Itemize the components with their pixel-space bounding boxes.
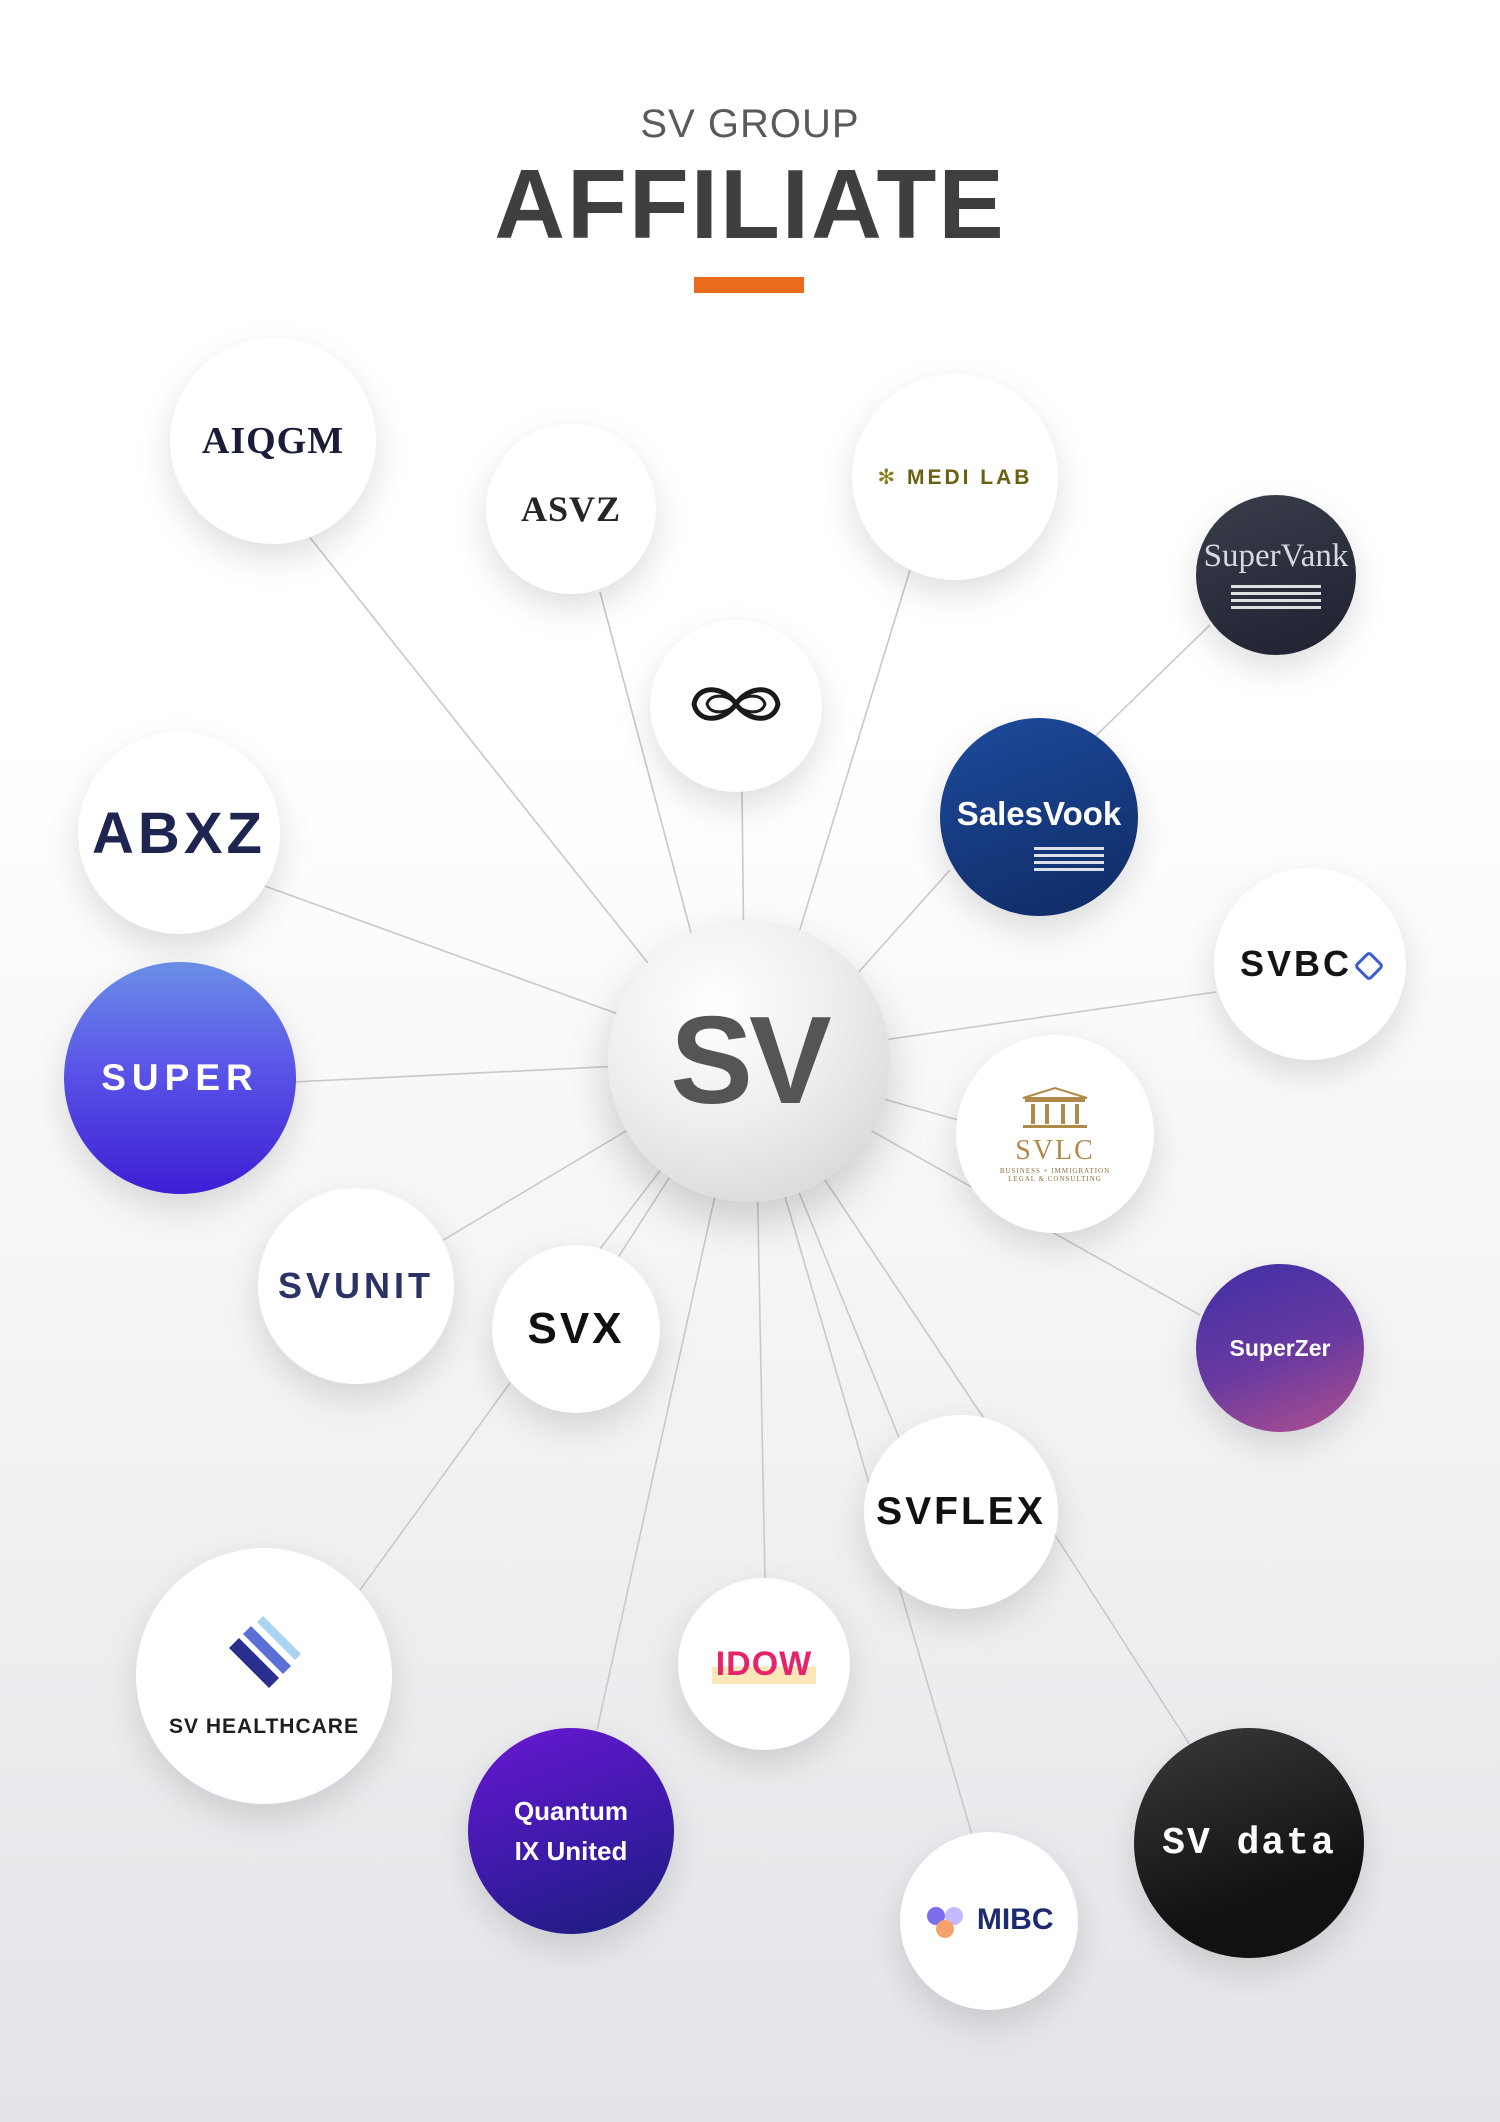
salesvook-label: SalesVook (956, 795, 1122, 832)
mibc-dots-icon (925, 1905, 969, 1939)
node-mibc[interactable]: MIBC (900, 1832, 1078, 2010)
svlc-pillar-icon (1015, 1086, 1095, 1135)
svlc-sub1: BUSINESS + IMMIGRATION (999, 1166, 1111, 1175)
node-superzer[interactable]: SuperZer (1196, 1264, 1364, 1432)
medilab-text: MEDI LAB (906, 465, 1033, 489)
quantum-label-line2: IX United (514, 1836, 628, 1866)
node-super[interactable]: SUPER (64, 962, 296, 1194)
svlc-label: SVLC (1015, 1134, 1095, 1166)
asvz-label: ASVZ (520, 489, 622, 529)
aiqgm-label: AIQGM (201, 420, 345, 462)
svx-label: SVX (527, 1304, 625, 1353)
node-svhealthcare[interactable]: SV HEALTHCARE (136, 1548, 392, 1804)
node-quantum[interactable]: Quantum IX United (468, 1728, 674, 1934)
svunit-label: SVUNIT (277, 1265, 434, 1306)
node-svflex[interactable]: SVFLEX (864, 1415, 1058, 1609)
svbc-label: SVBC (1239, 943, 1385, 985)
salesvook-stripes-icon (1034, 843, 1104, 875)
medilab-label: ✻ MEDI LAB (878, 465, 1033, 490)
svbc-text: SVBC (1239, 943, 1353, 984)
node-asvz[interactable]: ASVZ (486, 424, 656, 594)
node-svbc[interactable]: SVBC (1214, 868, 1406, 1060)
medilab-star-icon: ✻ (877, 465, 899, 489)
node-svunit[interactable]: SVUNIT (258, 1188, 454, 1384)
superzer-label: SuperZer (1229, 1334, 1331, 1361)
svlc-sub2: LEGAL & CONSULTING (1008, 1174, 1102, 1183)
node-abxz[interactable]: ABXZ (78, 732, 280, 934)
idow-label: IDOW (711, 1644, 817, 1684)
page-title: AFFILIATE (494, 149, 1006, 259)
svbc-hexagon-icon (1353, 950, 1385, 983)
node-svx[interactable]: SVX (492, 1245, 660, 1413)
page-kicker: SV GROUP (640, 102, 860, 146)
mibc-label: MIBC (925, 1903, 1054, 1938)
svdata-label: SV data (1162, 1821, 1336, 1865)
svflex-label: SVFLEX (876, 1490, 1046, 1533)
title-underline (694, 277, 804, 293)
link-svdata (1054, 1534, 1191, 1746)
infinity-logo-icon (680, 678, 792, 735)
node-salesvook[interactable]: SalesVook (940, 718, 1138, 916)
supervank-stripes-icon (1231, 581, 1321, 613)
node-svlc[interactable]: SVLC BUSINESS + IMMIGRATION LEGAL & CONS… (956, 1035, 1154, 1233)
super-label: SUPER (101, 1057, 259, 1098)
supervank-label: SuperVank (1203, 537, 1349, 574)
node-supervank[interactable]: SuperVank (1196, 495, 1356, 655)
mibc-text: MIBC (976, 1903, 1054, 1937)
svhealthcare-stripes-icon (225, 1614, 303, 1697)
hub-sv[interactable]: SV (608, 920, 890, 1202)
abxz-label: ABXZ (92, 800, 266, 866)
quantum-label-line1: Quantum (513, 1796, 629, 1826)
hub-label: SV (670, 992, 831, 1130)
node-medilab[interactable]: ✻ MEDI LAB (852, 374, 1058, 580)
svhealthcare-label: SV HEALTHCARE (169, 1714, 359, 1738)
node-idow[interactable]: IDOW (678, 1578, 850, 1750)
node-aiqgm[interactable]: AIQGM (170, 338, 376, 544)
node-svdata[interactable]: SV data (1134, 1728, 1364, 1958)
link-svhealthcare (359, 1382, 511, 1591)
node-infinity[interactable] (650, 620, 822, 792)
